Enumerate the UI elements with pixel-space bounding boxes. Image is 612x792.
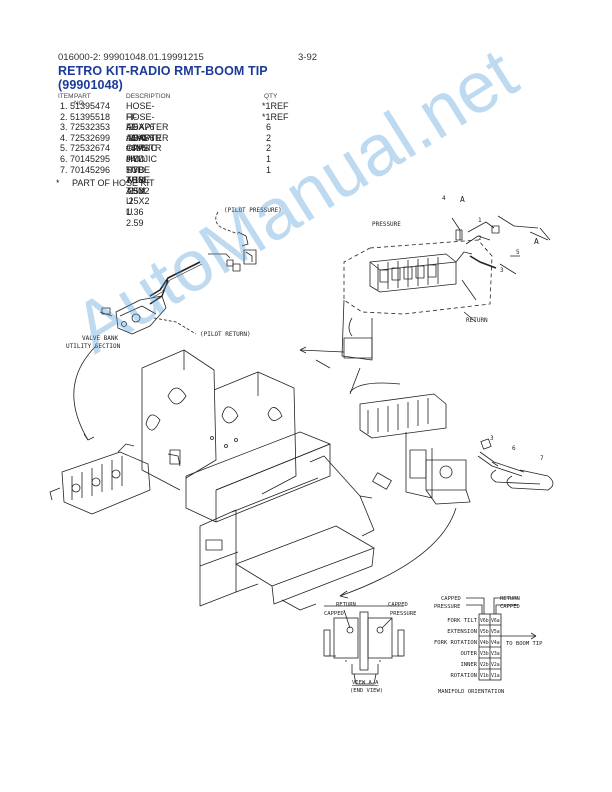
page-number: 3-92 [298,52,318,63]
item-number: 2. [60,111,68,122]
to-boom-tip-label: TO BOOM TIP [506,641,543,647]
port-label: V2a [491,662,500,668]
part-description: HOSE-FF .25X76 #4#4 [126,101,155,143]
section-marker-a: A [460,195,465,204]
item-number: 6. [60,153,68,164]
page-title: RETRO KIT-RADIO RMT-BOOM TIP [58,64,268,78]
part-number: 72532699 [70,132,111,143]
view-a-a: RETURN CAPPED CAPPED PRESSURE VIEW A-A (… [323,602,417,694]
port-label: V1b [480,673,489,679]
view-caption: VIEW A-A [352,680,379,686]
part-qty: 1 [266,164,272,175]
label-utility-section: UTILITY SECTION [66,343,121,350]
port-label: V4a [491,640,500,646]
part-description: CAP-JIC STL 7/16 THD [126,143,148,196]
port-label: V5b [480,629,489,635]
port-label: V4b [480,640,489,646]
col-part-no: PART NO. [74,93,91,107]
callout-3: 3 [490,435,494,442]
chassis-frame [141,349,392,611]
callout-7: 7 [540,455,544,462]
col-item: ITEM [58,93,74,100]
manifold-label-pressure: PRESSURE [434,604,461,610]
view-label-capped-left: CAPPED [324,611,344,617]
manifold-row-label: FORK ROTATION [434,640,477,646]
label-pilot-pressure: (PILOT PRESSURE) [224,207,282,214]
label-pilot-return: (PILOT RETURN) [200,331,251,338]
part-description: HOSE-FF .25X76 #4#6 [126,111,155,154]
view-label-capped-right: CAPPED [388,602,408,608]
manifold-label-capped: CAPPED [500,604,520,610]
part-description: HYD TUBE ASM .25X2 U 2.59 [126,164,151,228]
port-label: V3b [480,651,489,657]
part-description: ADAPTER #6MSTR #4MJIC [126,132,169,164]
part-description: ADAPTER #6MSTR #4MJIC [126,122,169,154]
col-description: DESCRIPTION [126,93,171,100]
manifold-inset [341,215,549,361]
part-description: HYD TUBE ASM .25X2 U 1.36 [126,153,151,217]
item-number: 3. [60,122,68,133]
part-qty: 2 [266,132,272,143]
part-number: 72532674 [70,143,111,154]
footnote-symbol: * [56,178,60,188]
callout-4: 4 [442,195,446,202]
port-label: V6a [491,618,500,624]
port-label: V1a [491,673,500,679]
view-label-return: RETURN [336,602,356,608]
view-subcaption: (END VIEW) [350,688,383,694]
part-number: 70145296 [70,164,111,175]
item-number: 5. [60,143,68,154]
part-qty: 6 [266,122,272,133]
callout-5: 5 [516,249,520,256]
manifold-row-label: ROTATION [451,673,478,679]
valve-bank [49,443,181,515]
manifold-row-label: OUTER [460,651,477,657]
pilot-hose-assembly [99,211,257,335]
manifold-orientation: CAPPED PRESSURE RETURN CAPPED FORK TILT … [434,596,543,695]
label-valve-bank: VALVE BANK [82,335,119,342]
manifold-label-return: RETURN [500,596,520,602]
manifold-row-label: INNER [460,662,477,668]
document-reference: 016000-2: 99901048.01.19991215 [58,52,204,63]
part-number: 51395474 [70,101,111,111]
part-qty: 1 [266,153,272,164]
footnote-text: PART OF HOSE KIT [72,178,155,188]
item-number: 7. [60,164,68,175]
leader-arc-right [339,507,457,597]
callout-2: 2 [478,235,482,242]
manifold-row-label: FORK TILT [447,618,477,624]
callout-3: 3 [500,267,504,274]
item-number: 1. [60,101,68,111]
port-label: V3a [491,651,500,657]
manifold-label-capped: CAPPED [441,596,461,602]
item-number: 4. [60,132,68,143]
part-number: 72532353 [70,122,111,133]
lower-manifold [359,393,554,505]
manifold-caption: MANIFOLD ORIENTATION [438,689,504,695]
part-qty: *1REF [262,101,289,111]
callout-1: 1 [478,217,482,224]
port-label: V6b [480,618,489,624]
part-number: 51395518 [70,111,111,122]
port-label: V5a [491,629,500,635]
col-qty: QTY [264,93,278,100]
part-qty: 2 [266,143,272,154]
view-label-pressure: PRESSURE [390,611,417,617]
port-label: V2b [480,662,489,668]
section-marker-a: A [534,237,539,246]
diagram-labels: (PILOT PRESSURE) (PILOT RETURN) VALVE BA… [66,195,544,462]
label-return: RETURN [466,317,488,324]
manifold-row-label: EXTENSION [447,629,477,635]
leader-arc-left [73,345,97,441]
part-number: 70145295 [70,153,111,164]
kit-number: (99901048) [58,78,123,92]
label-pressure: PRESSURE [372,221,401,228]
part-qty: *1REF [262,111,289,122]
callout-6: 6 [512,445,516,452]
